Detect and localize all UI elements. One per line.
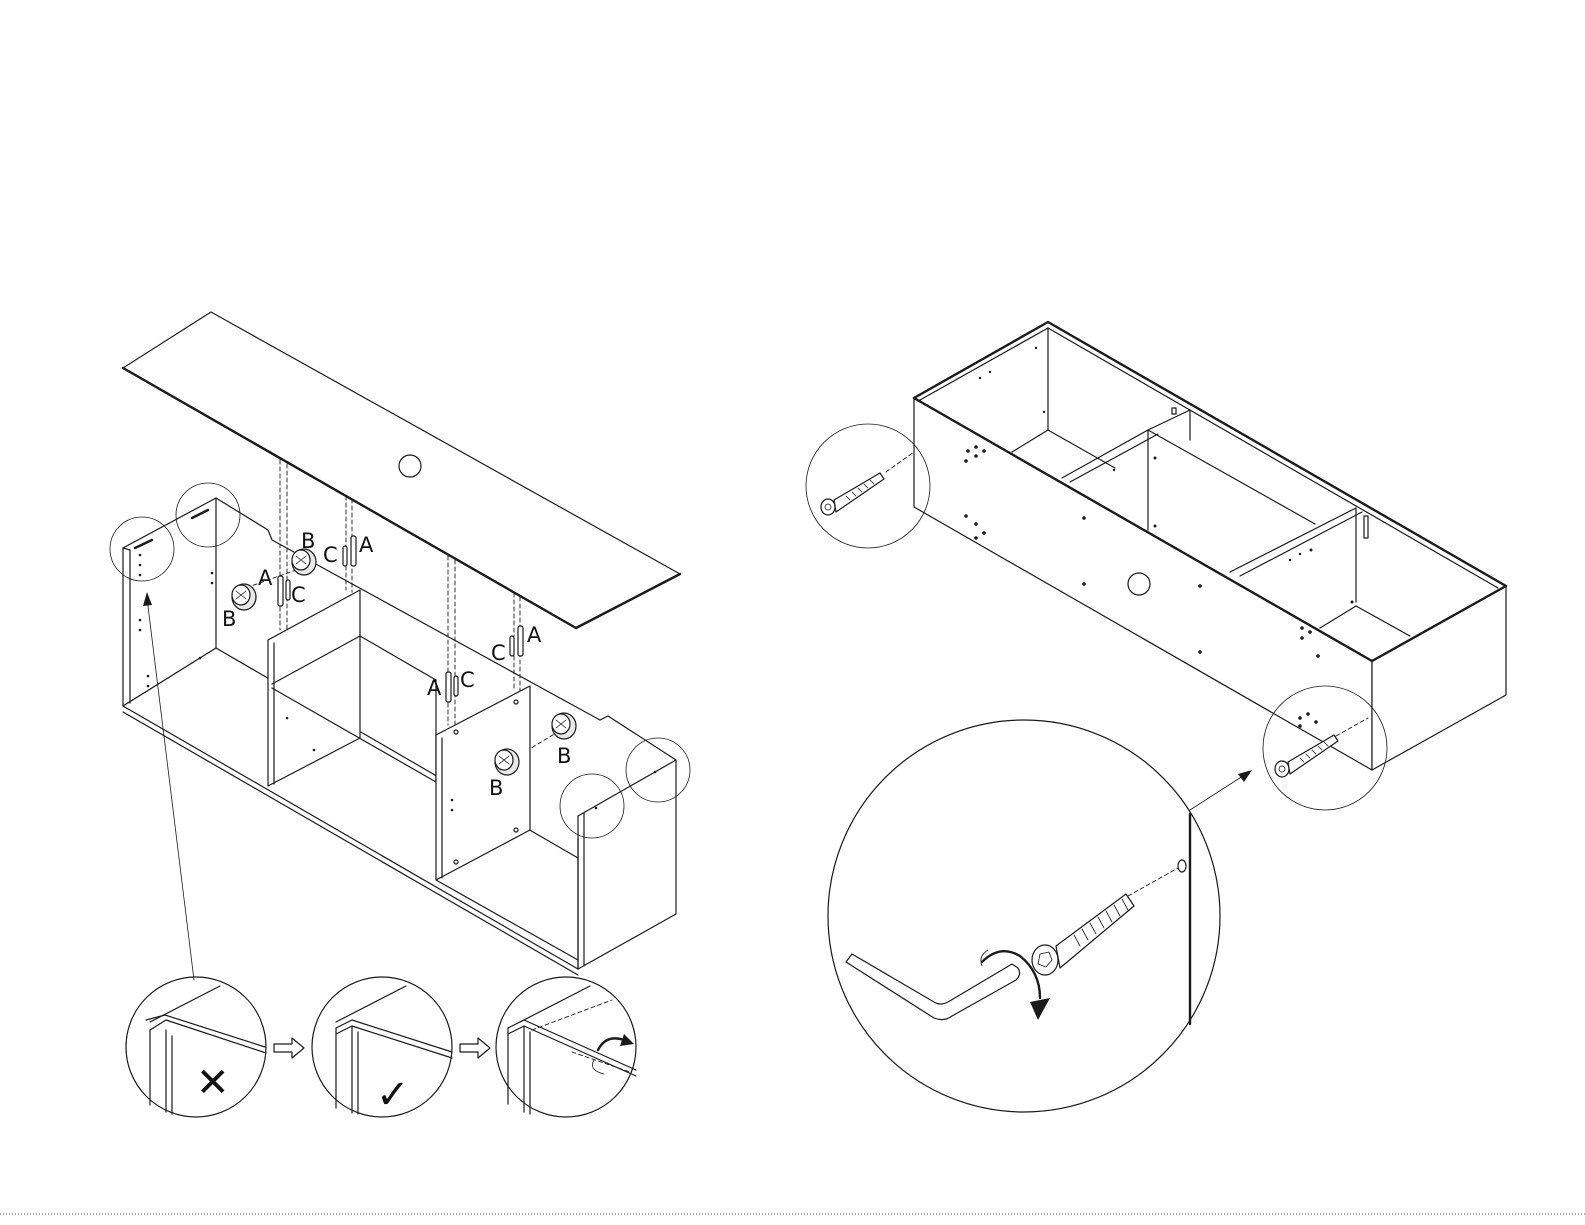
bolt-detail-left [806, 424, 930, 548]
pointer-arrowhead [143, 592, 152, 606]
right-assembly [806, 322, 1506, 1112]
wrong-mark: ✕ [196, 1060, 230, 1106]
step-detail-tap [496, 977, 636, 1117]
step-arrow-2 [460, 1038, 490, 1058]
step-detail-right: ✓ [312, 977, 452, 1118]
label-b-2: B [222, 607, 236, 631]
bolt-icon [821, 473, 884, 515]
right-mark: ✓ [376, 1072, 410, 1118]
label-b-4: B [489, 776, 503, 800]
label-a-3: A [527, 623, 542, 647]
pointer-line [1190, 774, 1246, 810]
left-assembly: B C A A C B A C A C B B [110, 312, 690, 980]
arrow-right-icon [460, 1038, 490, 1058]
label-c-4: C [460, 668, 475, 692]
pointer-line [147, 598, 194, 980]
label-c-2: C [291, 583, 306, 607]
allen-key-icon [846, 954, 1020, 1020]
cam-lock-4 [495, 749, 519, 775]
label-b-1: B [301, 529, 315, 553]
label-a-4: A [427, 676, 442, 700]
step-arrow-1 [274, 1038, 304, 1058]
label-c-3: C [491, 641, 506, 665]
label-a-1: A [359, 533, 374, 557]
allen-key-detail [828, 720, 1220, 1112]
cam-lock-3 [552, 713, 576, 739]
arrow-right-icon [274, 1038, 304, 1058]
rotate-arrow-icon [598, 1038, 624, 1050]
label-a-2: A [258, 566, 273, 590]
dowel-icon [1364, 516, 1368, 538]
label-c-1: C [323, 543, 338, 567]
pointer-arrowhead [1238, 770, 1252, 782]
dowel-icon [1172, 408, 1176, 414]
top-panel [123, 312, 680, 628]
step-detail-wrong: ✕ [126, 977, 266, 1117]
bolt-icon [1032, 894, 1134, 975]
bolt-icon [1275, 735, 1338, 777]
label-b-3: B [557, 744, 571, 768]
